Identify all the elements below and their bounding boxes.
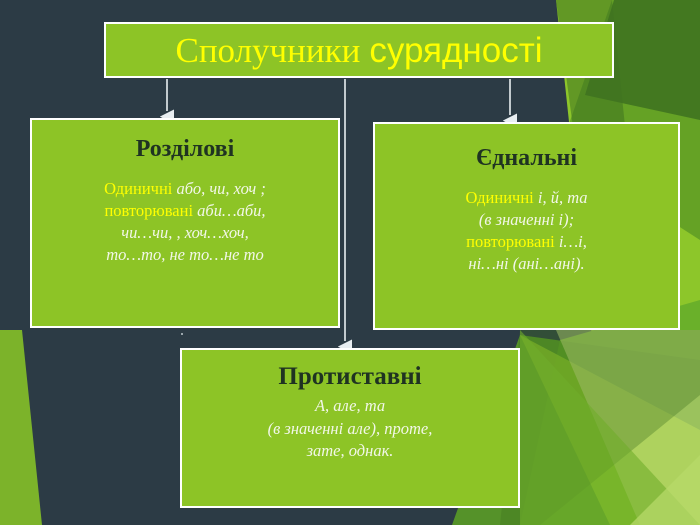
page-title-serif-part: Сполучники — [175, 30, 361, 70]
page-title-sans-part: сурядності — [369, 30, 543, 70]
line-text: (в значенні але), проте, — [267, 418, 433, 438]
body-line: Одиничні і, й, та — [385, 187, 668, 209]
keyword-label: повторювані — [466, 232, 555, 252]
decor-poly-br-pale — [556, 330, 700, 525]
body-line: зате, однак. — [192, 440, 508, 462]
body-line: повторювані і…і, — [385, 231, 668, 253]
body-line: повторювані аби…аби, — [42, 200, 328, 222]
category-box-rozdilovi: Розділові Одиничні або, чи, хоч ; повтор… — [30, 118, 340, 328]
category-body-yednalni: Одиничні і, й, та (в значенні і); повтор… — [375, 187, 678, 275]
line-text: зате, однак. — [306, 440, 394, 460]
stray-marker-dot — [181, 333, 183, 335]
line-text: ні…ні (ані…ані). — [468, 254, 585, 273]
line-text: то…то, не то…не то — [106, 245, 264, 264]
category-body-protystavni: А, але, та (в значенні але), проте, зате… — [182, 395, 518, 462]
body-line: (в значенні і); — [385, 209, 668, 231]
keyword-label: повторювані — [104, 201, 194, 221]
left-green-wedge — [0, 330, 42, 525]
body-line: (в значенні але), проте, — [192, 418, 508, 440]
line-text: (в значенні і); — [478, 210, 575, 230]
category-box-protystavni: Протиставні А, але, та (в значенні але),… — [180, 348, 520, 508]
body-line: ні…ні (ані…ані). — [385, 253, 668, 275]
decor-poly-br-4 — [520, 330, 700, 525]
category-heading-protystavni: Протиставні — [278, 363, 422, 390]
category-heading-yednalni: Єднальні — [475, 145, 578, 171]
line-text: чи…чи, , хоч…хоч, — [121, 223, 249, 243]
body-line: А, але, та — [192, 395, 508, 417]
line-text: аби…аби, — [193, 201, 266, 221]
body-line: Одиничні або, чи, хоч ; — [42, 178, 328, 200]
body-line: то…то, не то…не то — [42, 244, 328, 266]
category-body-rozdilovi: Одиничні або, чи, хоч ; повторювані аби…… — [32, 178, 338, 266]
category-heading-rozdilovi: Розділові — [135, 136, 235, 162]
line-text: і, й, та — [533, 188, 588, 208]
keyword-label: Одиничні — [465, 188, 534, 208]
category-box-yednalni: Єднальні Одиничні і, й, та (в значенні і… — [373, 122, 680, 330]
decor-poly-br-5 — [630, 455, 700, 525]
keyword-label: Одиничні — [104, 179, 173, 199]
line-text: А, але, та — [314, 396, 386, 416]
body-line: чи…чи, , хоч…хоч, — [42, 222, 328, 244]
line-text: або, чи, хоч ; — [172, 179, 266, 199]
line-text: і…і, — [554, 232, 587, 252]
